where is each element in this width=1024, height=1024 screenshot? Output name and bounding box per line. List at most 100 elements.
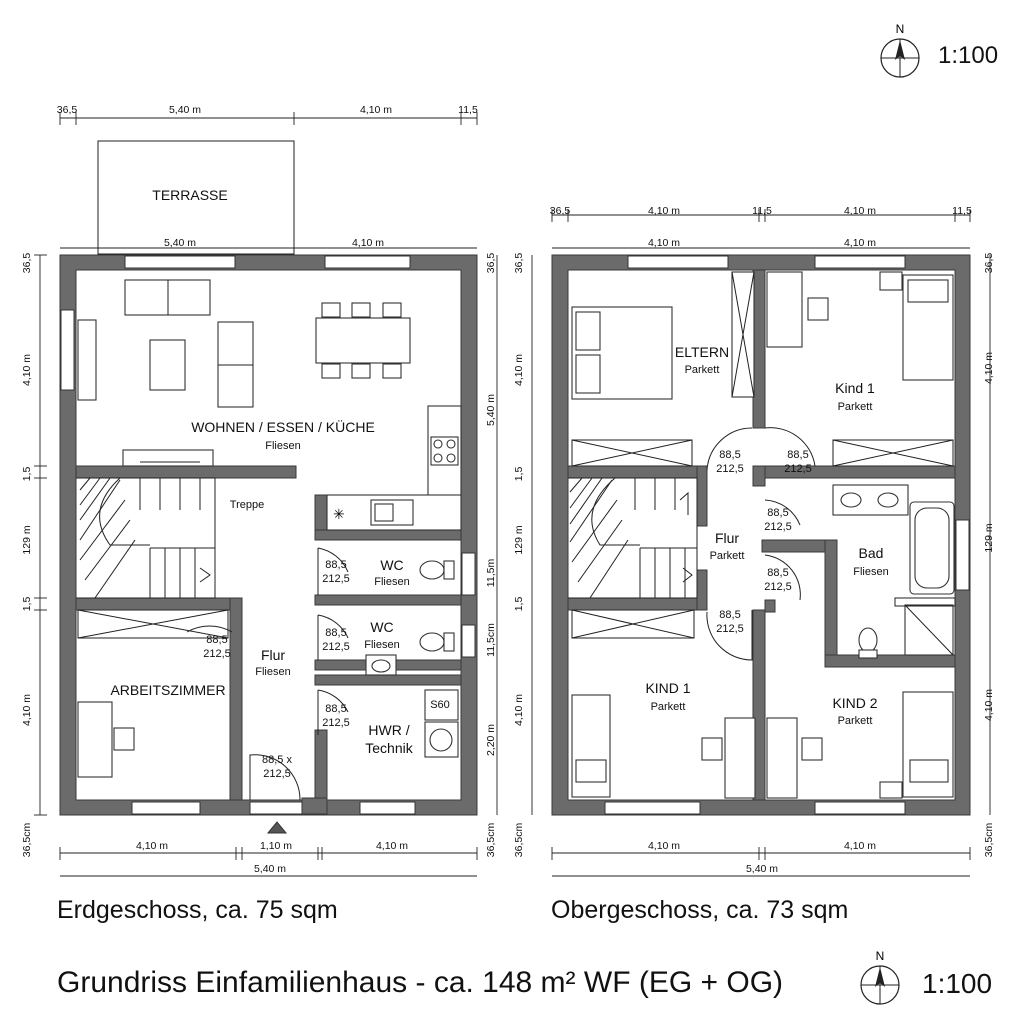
upper-floor-caption: Obergeschoss, ca. 73 sqm: [551, 896, 849, 924]
door-dim: 88,5: [767, 567, 788, 579]
og-outer-walls: [551, 254, 971, 816]
dim-label: 4,10 m: [648, 840, 680, 852]
door-dim: 212,5: [322, 717, 350, 729]
ground-floor-plan: ✳: [59, 140, 478, 834]
dim-label: 11,5: [752, 205, 772, 217]
dim-label: 36,5cm: [21, 823, 33, 858]
dim-label: 4,10 m: [983, 352, 995, 384]
door-dim: 88,5: [787, 449, 808, 461]
door-dim: 212,5: [322, 641, 350, 653]
dim-label: 4,10 m: [21, 694, 33, 726]
eg-room-wc2: WC: [370, 619, 393, 635]
og-room-eltern: ELTERN: [675, 344, 729, 360]
og-room-kind1-top: Kind 1: [835, 380, 875, 396]
door-dim: 88,5: [767, 507, 788, 519]
eg-room-wohnen: WOHNEN / ESSEN / KÜCHE: [191, 418, 375, 435]
tv-board-icon: [122, 449, 214, 467]
door-dim: 212,5: [322, 573, 350, 585]
desk-icon: [766, 271, 803, 348]
dim-label: 36,5: [550, 205, 571, 217]
eg-room-flur-floor: Fliesen: [255, 666, 290, 678]
dimension-lines: [34, 112, 991, 877]
dim-label: 4,10 m: [376, 840, 408, 852]
desk-icon: [77, 701, 113, 778]
dim-label: 11,5cm: [485, 623, 497, 657]
door-dim: 212,5: [263, 768, 291, 780]
og-room-kind1-bottom-floor: Parkett: [651, 701, 686, 713]
dim-label: 1,5: [513, 597, 525, 612]
appliance-icon: ✳: [333, 506, 345, 522]
eg-room-arbeitszimmer: ARBEITSZIMMER: [110, 682, 225, 698]
og-room-kind2-floor: Parkett: [838, 715, 873, 727]
dim-label: 36,5cm: [983, 823, 995, 858]
chair-icon: [701, 737, 723, 761]
entrance-arrow-icon: [266, 821, 288, 834]
upper-floor-plan: [551, 254, 971, 816]
dining-table-icon: [315, 317, 411, 364]
door-dim: 212,5: [764, 521, 792, 533]
door-dim: 88,5: [719, 449, 740, 461]
eg-room-hwr-line2: Technik: [365, 740, 413, 756]
scale-label-bottom: 1:100: [922, 968, 993, 999]
door-dim: 212,5: [716, 623, 744, 635]
ground-floor-caption: Erdgeschoss, ca. 75 sqm: [57, 896, 338, 924]
eg-terrace-label: TERRASSE: [152, 187, 227, 203]
dim-label: 129 m: [21, 525, 33, 554]
door-dim: 88,5: [719, 609, 740, 621]
dim-label: 5,40 m: [746, 863, 778, 875]
toilet-icon: [419, 560, 445, 580]
dim-label: 11,5: [458, 104, 478, 116]
og-staircase: [568, 477, 698, 599]
door-dim: 212,5: [716, 463, 744, 475]
og-room-kind1-bottom: KIND 1: [645, 680, 690, 696]
dim-label: 5,40 m: [254, 863, 286, 875]
eg-staircase: [76, 477, 216, 599]
north-label: N: [876, 949, 885, 963]
dim-label: 36,5: [513, 253, 525, 274]
dim-label: 4,10 m: [360, 104, 392, 116]
dim-label: 5,40 m: [485, 394, 497, 426]
dim-label: 4,10 m: [352, 237, 384, 249]
dim-label: 4,10 m: [983, 689, 995, 721]
dim-label: 11,5m: [485, 559, 497, 588]
dim-label: 4,10 m: [136, 840, 168, 852]
door-dim: 212,5: [784, 463, 812, 475]
og-room-flur: Flur: [715, 530, 739, 546]
dim-label: 4,10 m: [513, 354, 525, 386]
toilet-icon: [419, 632, 445, 652]
dim-label: 11,5: [952, 205, 972, 217]
og-room-kind1-top-floor: Parkett: [838, 401, 873, 413]
north-arrow-icon: [880, 38, 920, 78]
eg-wall-stair-top: [75, 465, 297, 479]
boiler-icon: [424, 689, 459, 721]
dim-label: 129 m: [983, 523, 995, 552]
dim-label: 4,10 m: [844, 205, 876, 217]
dim-label: 36,5: [57, 104, 78, 116]
north-arrow-icon: [860, 965, 900, 1005]
dim-label: 5,40 m: [164, 237, 196, 249]
terrace-area: [97, 140, 295, 255]
dim-label: 4,10 m: [844, 237, 876, 249]
eg-room-wc1: WC: [380, 557, 403, 573]
dim-label: 36,5cm: [513, 823, 525, 858]
door-dim: 88,5 x: [262, 754, 292, 766]
dim-label: 1,5: [513, 467, 525, 482]
og-room-bad: Bad: [859, 545, 884, 561]
eg-wall-office: [229, 597, 243, 801]
door-dim: 88,5: [325, 703, 346, 715]
door-dim: 212,5: [203, 648, 231, 660]
toilet-icon: [858, 627, 878, 653]
dim-label: 5,40 m: [169, 104, 201, 116]
scale-label-top: 1:100: [938, 42, 999, 69]
eg-room-treppe: Treppe: [230, 499, 264, 511]
eg-room-wc1-floor: Fliesen: [374, 576, 409, 588]
dim-label: 36,5cm: [485, 823, 497, 858]
dim-label: 36,5: [983, 253, 995, 274]
dim-label: 4,10 m: [21, 354, 33, 386]
chair-icon: [801, 737, 823, 761]
dim-label: 4,10 m: [844, 840, 876, 852]
og-room-eltern-floor: Parkett: [685, 364, 720, 376]
dim-label: 1,5: [21, 597, 33, 612]
dim-label: 1,10 m: [260, 840, 292, 852]
